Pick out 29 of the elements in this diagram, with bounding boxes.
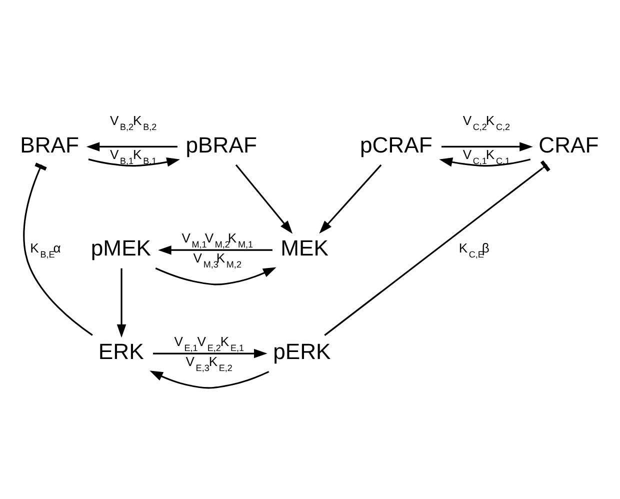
- edge-label: V$_{E,3}$K$_{E,2}$: [186, 353, 232, 372]
- arrow: [86, 142, 178, 151]
- node-text: CRAF: [538, 132, 599, 157]
- arrow: [158, 244, 272, 254]
- connector: [23, 162, 93, 336]
- connector: [324, 160, 550, 336]
- node-text: pCRAF: [360, 132, 432, 157]
- node-text: pBRAF: [186, 132, 257, 157]
- edge-label: V$_{C,2}$K$_{C,2}$: [462, 112, 510, 132]
- node-text: BRAF: [20, 132, 80, 157]
- node-text: MEK: [280, 235, 328, 260]
- node-text: pMEK: [90, 235, 152, 260]
- node-text: pERK: [273, 338, 331, 364]
- edge-label: K$_{B,E}$α: [30, 240, 61, 260]
- edge-label: K$_{C,E}$β: [458, 240, 490, 260]
- edge-label: V$_{E,1}$V$_{E,2}$K$_{E,1}$: [174, 333, 244, 352]
- arrow: [155, 266, 276, 285]
- node-text: ERK: [98, 338, 144, 364]
- edge-label: V$_{M,1}$V$_{M,2}$K$_{M,1}$: [182, 230, 253, 249]
- edge-label: V$_{B,2}$K$_{B,2}$: [110, 112, 157, 132]
- edge-label: V$_{M,3}$K$_{M,2}$: [193, 250, 242, 270]
- arrow: [150, 370, 270, 388]
- arrow: [319, 164, 382, 234]
- arrow: [153, 348, 268, 358]
- arrow: [235, 164, 293, 234]
- arrow: [442, 142, 533, 151]
- arrow: [439, 157, 531, 166]
- arrow: [88, 157, 180, 166]
- arrow: [116, 268, 126, 338]
